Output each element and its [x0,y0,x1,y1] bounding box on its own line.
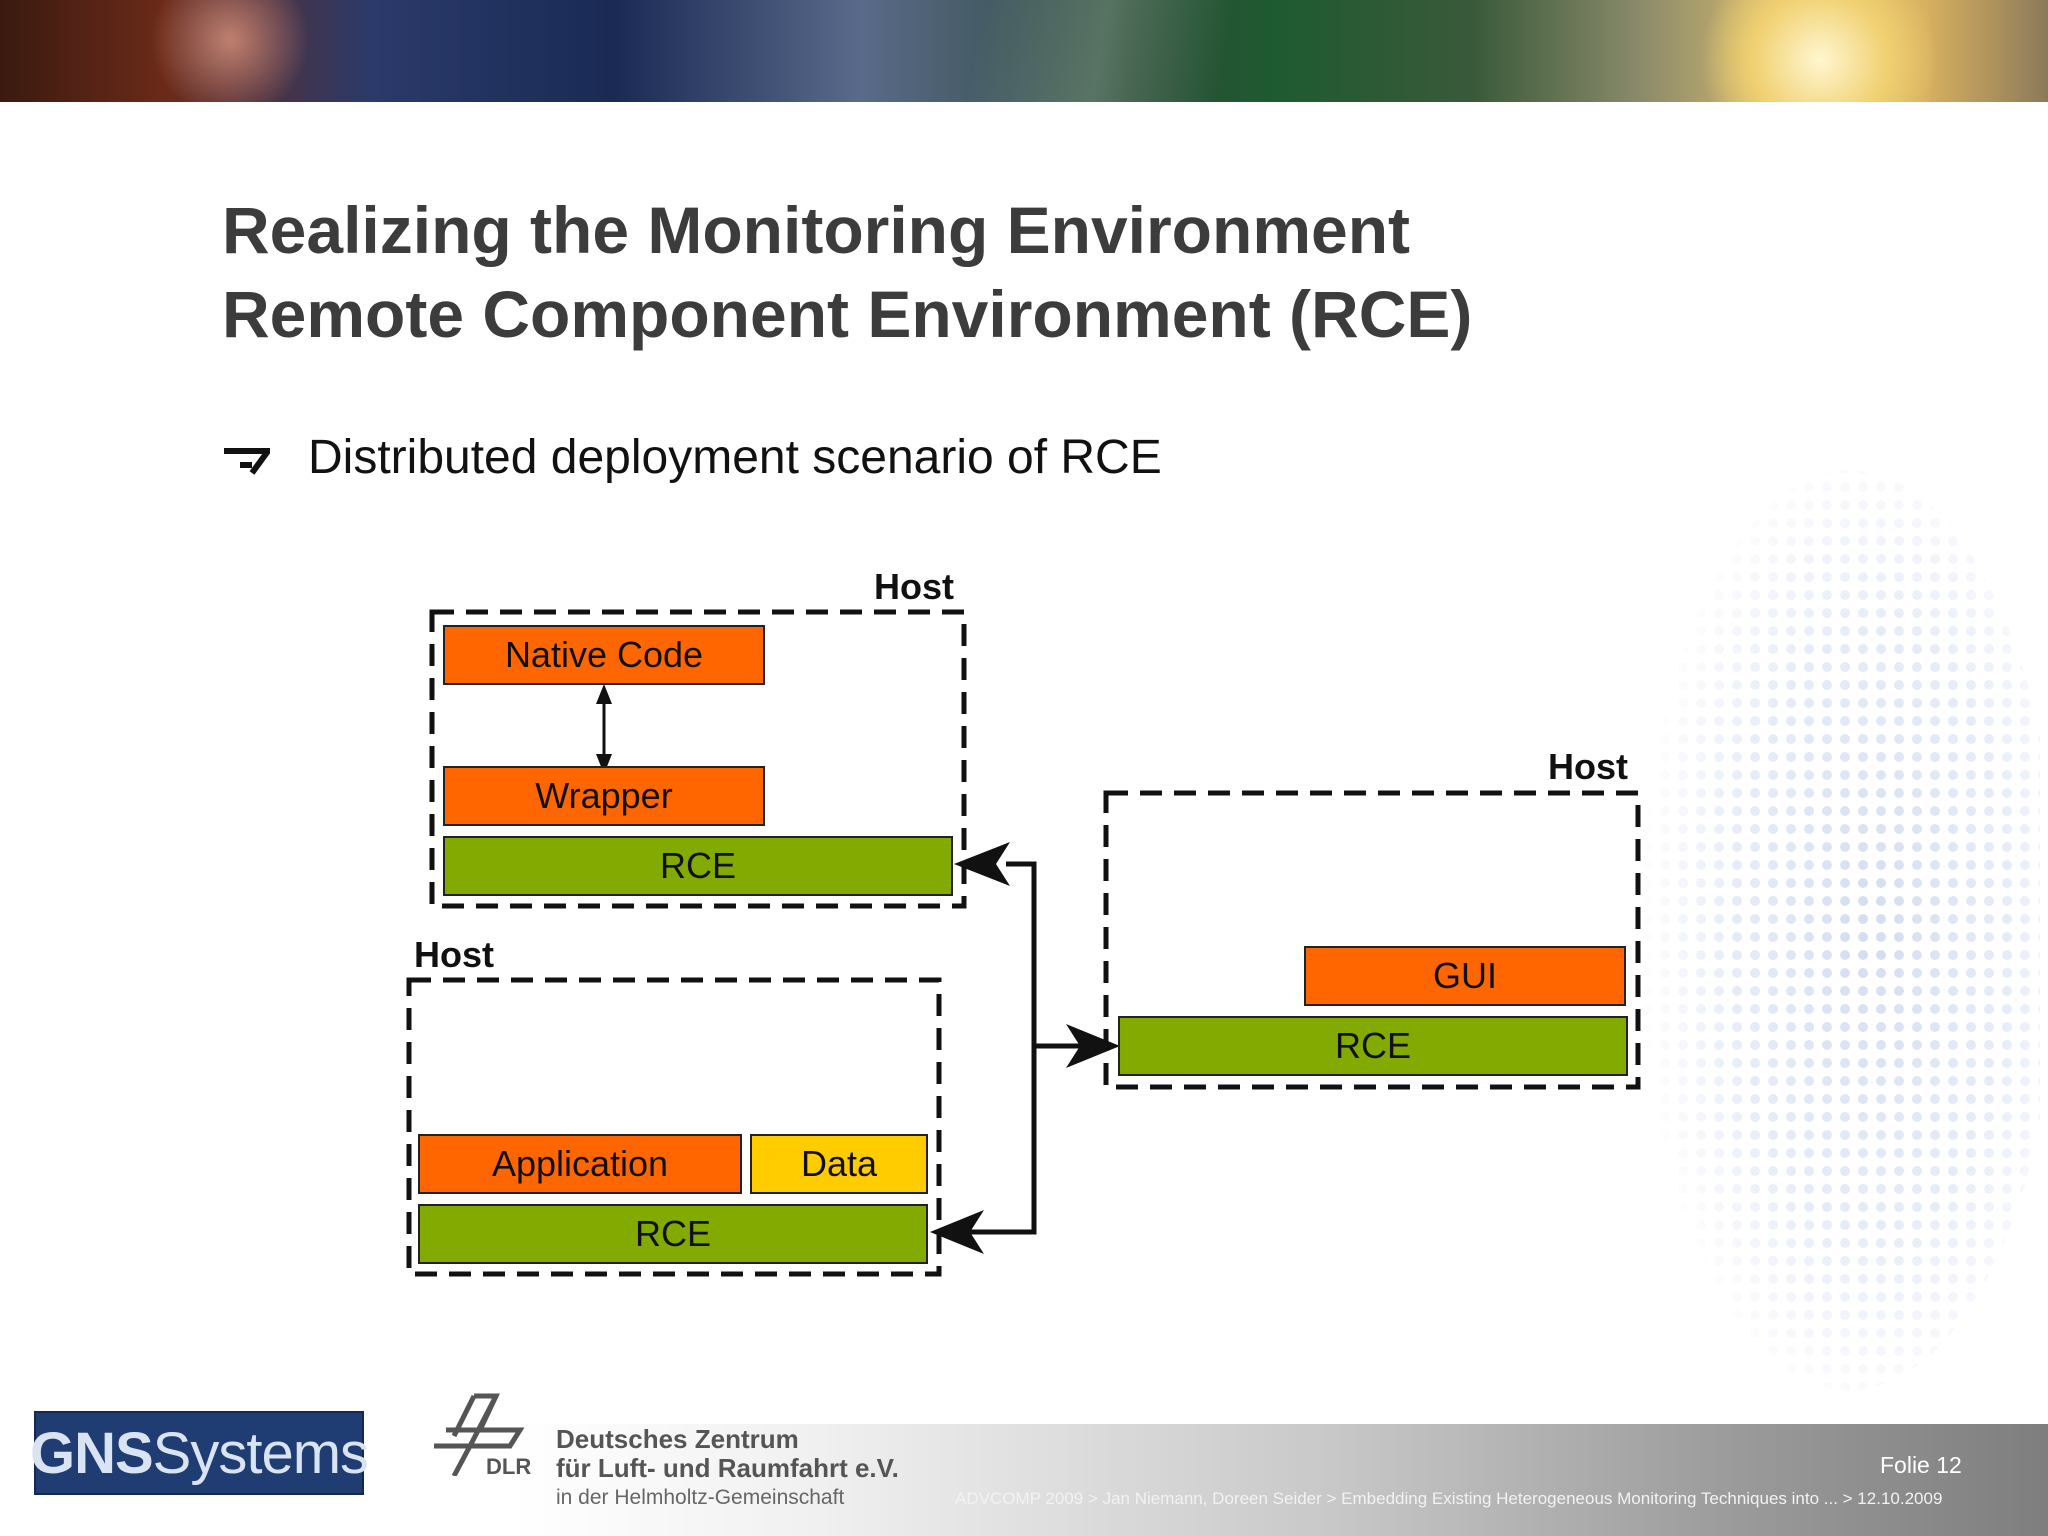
decorative-dot-pattern [1635,465,2040,1395]
bullet-item: Distributed deployment scenario of RCE [222,430,1162,490]
arrow-head-down [596,754,612,774]
rce-network-line [960,861,1037,1235]
bullet-text: Distributed deployment scenario of RCE [308,431,1162,484]
systems-logo-text: Systems [152,1420,369,1486]
host-2-label: Host [414,934,494,975]
native-code-box: Native Code [443,625,765,685]
arrow-head-to-host1 [954,842,1010,886]
rce-box-host2: RCE [418,1204,928,1264]
slide-title: Realizing the Monitoring Environment [222,193,1410,267]
gns-systems-logo: GNS Systems [30,1411,369,1495]
header-banner-image [0,0,2048,102]
wrapper-box: Wrapper [443,766,765,826]
host-1-label: Host [874,566,954,607]
host-3-label: Host [1548,746,1628,787]
dlr-logo-icon [434,1393,525,1476]
footer-credit-line: ADVCOMP 2009 > Jan Niemann, Doreen Seide… [955,1489,1943,1508]
bullet-arrow-icon [224,448,270,475]
rce-box-host1: RCE [443,836,953,896]
application-box: Application [418,1134,742,1194]
host-3-boundary [1103,790,1641,1090]
dlr-name-line3: in der Helmholtz-Gemeinschaft [556,1486,845,1509]
rce-box-host3: RCE [1118,1016,1628,1076]
slide-number: Folie 12 [1880,1452,1962,1478]
data-box: Data [750,1134,928,1194]
dlr-name-line1: Deutsches Zentrum [556,1424,799,1454]
slide-subtitle: Remote Component Environment (RCE) [222,277,1473,351]
arrow-head-to-host2 [930,1210,984,1254]
gui-box: GUI [1304,946,1626,1006]
dlr-abbreviation: DLR [486,1454,532,1479]
host-2-boundary [406,977,942,1277]
host-1-boundary [429,609,967,909]
gns-logo-text: GNS [29,1420,154,1486]
dlr-name-line2: für Luft- und Raumfahrt e.V. [556,1453,899,1483]
arrow-head-to-host3 [1066,1024,1120,1068]
arrow-head-up [596,684,612,704]
